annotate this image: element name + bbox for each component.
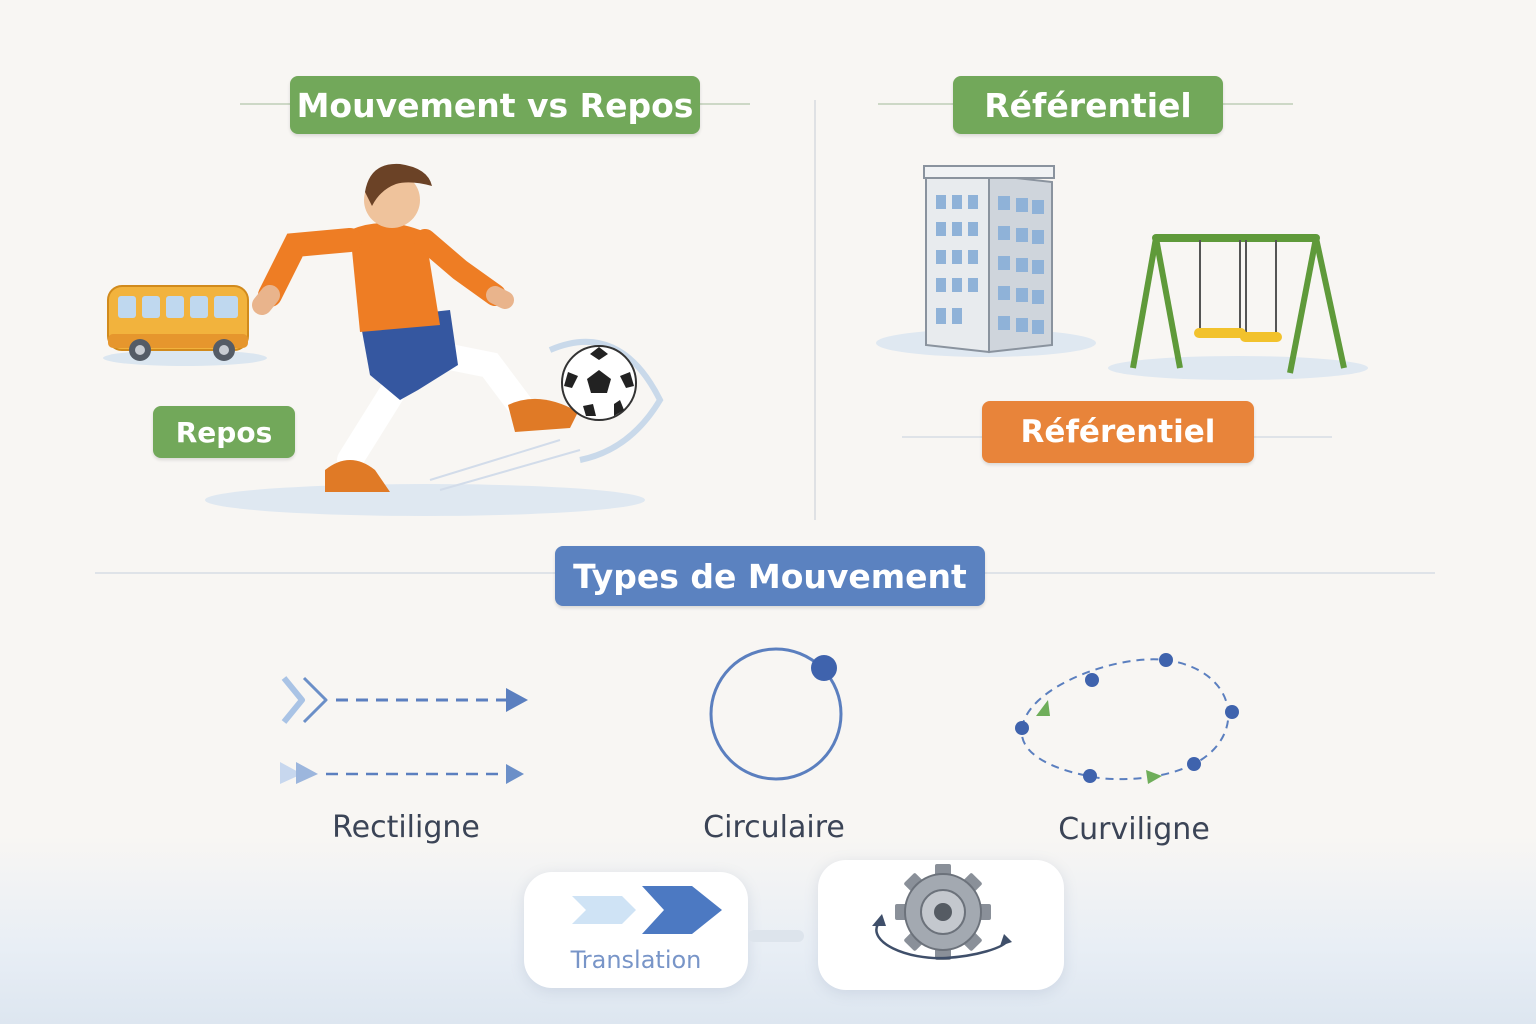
circular-path-icon bbox=[709, 647, 843, 781]
vertical-divider bbox=[814, 100, 816, 520]
soccer-ball-icon bbox=[561, 345, 637, 421]
motion-types-title: Types de Mouvement bbox=[555, 546, 985, 606]
translation-card bbox=[524, 872, 748, 988]
gear-rotation-icon bbox=[872, 864, 1012, 960]
reference-caption: Référentiel bbox=[982, 401, 1254, 463]
card-connector bbox=[748, 930, 804, 942]
building-icon bbox=[876, 165, 1096, 357]
soccer-player-icon bbox=[205, 163, 664, 516]
translation-arrow-icon bbox=[572, 886, 722, 934]
rectilinear-arrows-icon bbox=[280, 676, 528, 784]
reference-title: Référentiel bbox=[953, 76, 1223, 134]
translation-label: Translation bbox=[570, 946, 702, 974]
circular-label: Circulaire bbox=[703, 810, 845, 845]
background-fog bbox=[0, 834, 1536, 1024]
curvilinear-label: Curviligne bbox=[1058, 812, 1210, 847]
bus-icon bbox=[103, 285, 267, 366]
curvilinear-path-icon bbox=[1015, 653, 1239, 784]
swing-set-icon bbox=[1108, 234, 1368, 380]
rectilinear-label: Rectiligne bbox=[332, 810, 480, 845]
rest-label: Repos bbox=[153, 406, 295, 458]
motion-vs-rest-title: Mouvement vs Repos bbox=[290, 76, 700, 134]
